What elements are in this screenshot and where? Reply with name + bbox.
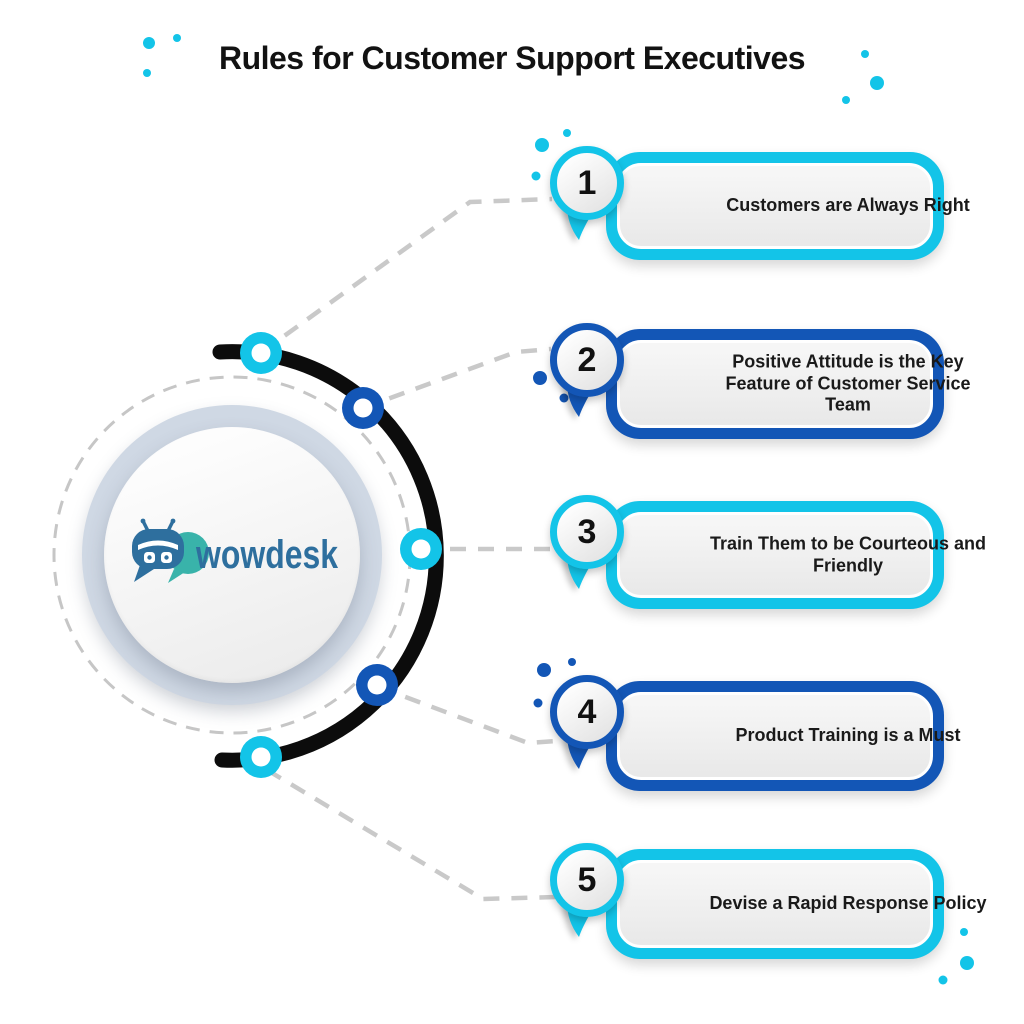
decor-dot — [861, 50, 869, 58]
connector-lines — [260, 196, 557, 902]
decor-dot — [535, 138, 549, 152]
rule-label: Train Them to be Courteous and Friendly — [709, 533, 987, 575]
rule-label: Devise a Rapid Response Policy — [709, 893, 987, 914]
connector-line-1 — [260, 196, 553, 354]
rule-banner-inner — [617, 340, 933, 428]
emblem-inner-circle: wowdesk — [104, 427, 360, 683]
decor-dot — [533, 371, 547, 385]
decor-dot — [960, 956, 974, 970]
connector-line-2 — [362, 346, 552, 411]
wowdesk-logo: wowdesk — [132, 518, 339, 583]
rule-banner-inner — [617, 512, 933, 598]
decor-dot — [533, 698, 543, 708]
logo-text: wowdesk — [195, 533, 338, 577]
rule-number-badge: 3 — [550, 495, 624, 569]
rule-number-badge: 4 — [550, 675, 624, 749]
rule-item-2: Positive Attitude is the Key Feature of … — [550, 323, 971, 473]
rule-banner: Customers are Always Right — [606, 152, 970, 260]
arc-node-4-center — [367, 675, 387, 695]
rule-label: Customers are Always Right — [726, 195, 970, 216]
rule-item-4: Product Training is a Must 4 — [550, 675, 961, 825]
decor-dot — [842, 96, 850, 104]
rule-number-badge: 1 — [550, 146, 624, 220]
connector-line-5 — [265, 768, 557, 902]
decor-dot — [568, 658, 576, 666]
decor-dot — [143, 37, 155, 49]
rule-item-1: Customers are Always Right 1 — [550, 146, 970, 296]
rule-number-badge: 2 — [550, 323, 624, 397]
rule-item-5: Devise a Rapid Response Policy 5 — [550, 843, 987, 993]
decor-dot — [531, 171, 541, 181]
page-title: Rules for Customer Support Executives — [218, 40, 806, 76]
rule-banner: Product Training is a Must — [606, 681, 961, 791]
decor-dot — [143, 69, 151, 77]
arc-node-dots — [240, 332, 442, 778]
decor-dot — [537, 663, 551, 677]
decor-dot — [173, 34, 181, 42]
rule-number-badge: 5 — [550, 843, 624, 917]
rule-banner-inner — [617, 692, 933, 780]
rule-label: Product Training is a Must — [735, 725, 961, 746]
arc-node-5-center — [251, 747, 271, 767]
decor-dot — [938, 975, 948, 985]
arc-node-3-center — [411, 539, 431, 559]
chat-robot-bubbles-icon — [132, 518, 209, 583]
arc-node-1-center — [251, 343, 271, 363]
arc-node-2-center — [353, 398, 373, 418]
rule-banner: Train Them to be Courteous and Friendly — [606, 501, 986, 609]
dashed-orbit-circle — [52, 375, 412, 735]
rule-banner-inner — [617, 860, 933, 948]
rule-label: Positive Attitude is the Key Feature of … — [725, 351, 971, 415]
decor-dots — [143, 34, 974, 985]
decor-dot — [870, 76, 884, 90]
decor-dot — [563, 129, 571, 137]
connector-line-4 — [378, 684, 557, 746]
rule-banner-inner — [617, 163, 933, 249]
rule-banner: Devise a Rapid Response Policy — [606, 849, 987, 959]
decor-dot — [960, 928, 968, 936]
rule-item-3: Train Them to be Courteous and Friendly … — [550, 495, 986, 645]
decor-dot — [559, 393, 569, 403]
rule-banner: Positive Attitude is the Key Feature of … — [606, 329, 971, 439]
